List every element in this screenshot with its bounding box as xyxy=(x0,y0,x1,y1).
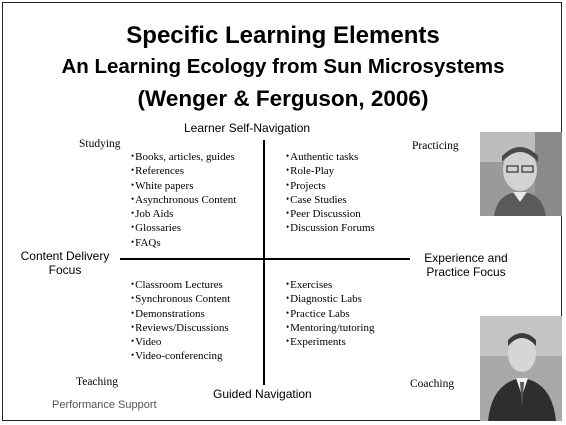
list-item: Classroom Lectures xyxy=(131,278,230,292)
slide-citation: (Wenger & Ferguson, 2006) xyxy=(137,86,429,111)
axis-label-right-line1: Experience and xyxy=(424,251,508,265)
list-item: Mentoring/tutoring xyxy=(286,321,374,335)
list-item: Glossaries xyxy=(131,221,236,235)
corner-label-studying: Studying xyxy=(79,138,121,150)
list-item: Case Studies xyxy=(286,193,375,207)
list-item: Books, articles, guides xyxy=(131,150,236,164)
vertical-axis xyxy=(263,140,265,385)
axis-label-left-line2: Focus xyxy=(48,263,82,277)
axis-label-left: Content Delivery Focus xyxy=(14,249,116,277)
axis-label-top: Learner Self-Navigation xyxy=(184,121,311,135)
quadrant-teaching-list: Classroom Lectures Synchronous Content D… xyxy=(131,278,230,364)
list-item: Video-conferencing xyxy=(131,349,230,363)
list-item: White papers xyxy=(131,179,236,193)
list-item: Peer Discussion xyxy=(286,207,375,221)
list-item: Role-Play xyxy=(286,164,375,178)
list-item: Projects xyxy=(286,179,375,193)
axis-label-bottom: Guided Navigation xyxy=(213,387,312,401)
quadrant-practicing-list: Authentic tasks Role-Play Projects Case … xyxy=(286,150,375,236)
list-item: Asynchronous Content xyxy=(131,193,236,207)
list-item: References xyxy=(131,164,236,178)
slide-title: Specific Learning Elements xyxy=(126,22,440,49)
person-photo-icon xyxy=(480,316,562,421)
list-item: Practice Labs xyxy=(286,307,374,321)
axis-label-right: Experience and Practice Focus xyxy=(412,251,520,279)
list-item: Video xyxy=(131,335,230,349)
list-item: Exercises xyxy=(286,278,374,292)
list-item: FAQs xyxy=(131,236,236,250)
corner-label-coaching: Coaching xyxy=(410,378,455,390)
quadrant-studying-list: Books, articles, guides References White… xyxy=(131,150,236,250)
list-item: Job Aids xyxy=(131,207,236,221)
list-item: Discussion Forums xyxy=(286,221,375,235)
slide-subtitle: An Learning Ecology from Sun Microsystem… xyxy=(61,55,505,78)
footer-text: Performance Support xyxy=(52,399,157,411)
list-item: Experiments xyxy=(286,335,374,349)
quadrant-coaching-list: Exercises Diagnostic Labs Practice Labs … xyxy=(286,278,374,349)
corner-label-teaching: Teaching xyxy=(76,376,118,388)
axis-label-right-line2: Practice Focus xyxy=(426,265,506,279)
list-item: Demonstrations xyxy=(131,307,230,321)
list-item: Authentic tasks xyxy=(286,150,375,164)
list-item: Synchronous Content xyxy=(131,292,230,306)
list-item: Reviews/Discussions xyxy=(131,321,230,335)
horizontal-axis xyxy=(120,258,410,260)
corner-label-practicing: Practicing xyxy=(412,140,459,152)
list-item: Diagnostic Labs xyxy=(286,292,374,306)
person-photo-icon xyxy=(480,132,562,216)
axis-label-left-line1: Content Delivery xyxy=(20,249,110,263)
